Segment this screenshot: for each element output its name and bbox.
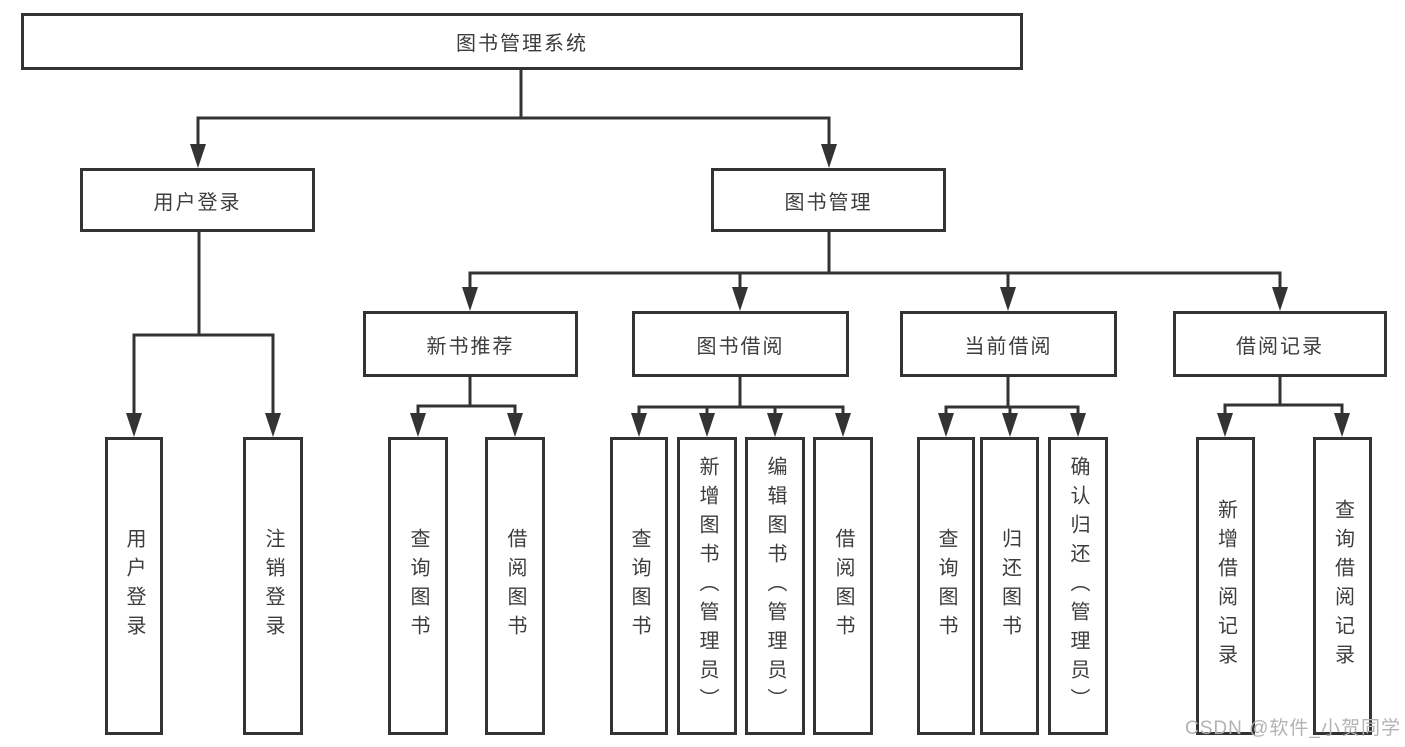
arrowheads <box>126 144 1350 437</box>
node-current-borrowing: 当前借阅 <box>900 311 1117 377</box>
leaf-records-add-record: 新增借阅记录 <box>1196 437 1255 735</box>
leaf-logout-label: 注销登录 <box>262 528 284 644</box>
leaf-borrow-query-books: 查询图书 <box>610 437 668 735</box>
leaf-borrow-edit-books-admin-label: 编辑图书（管理员） <box>764 455 786 717</box>
leaf-records-add-record-label: 新增借阅记录 <box>1214 499 1237 673</box>
node-new-book-recommend-label: 新书推荐 <box>426 335 515 358</box>
leaf-current-return-books-label: 归还图书 <box>998 528 1021 644</box>
leaf-current-confirm-return-admin: 确认归还（管理员） <box>1048 437 1108 735</box>
leaf-newbook-query-books: 查询图书 <box>388 437 448 735</box>
leaf-borrow-borrow-books-label: 借阅图书 <box>832 528 854 644</box>
leaf-borrow-add-books-admin-label: 新增图书（管理员） <box>696 455 718 717</box>
leaf-current-query-books: 查询图书 <box>917 437 975 735</box>
leaf-logout: 注销登录 <box>243 437 303 735</box>
leaf-newbook-borrow-books: 借阅图书 <box>485 437 545 735</box>
leaf-borrow-borrow-books: 借阅图书 <box>813 437 873 735</box>
leaf-borrow-query-books-label: 查询图书 <box>628 528 650 644</box>
node-book-management-label: 图书管理 <box>784 191 873 214</box>
node-root: 图书管理系统 <box>21 13 1023 70</box>
leaf-current-query-books-label: 查询图书 <box>935 528 957 644</box>
node-book-management: 图书管理 <box>711 168 946 232</box>
leaf-current-return-books: 归还图书 <box>980 437 1039 735</box>
node-book-borrowing-label: 图书借阅 <box>696 335 785 358</box>
node-user-login: 用户登录 <box>80 168 315 232</box>
leaf-newbook-borrow-books-label: 借阅图书 <box>504 528 526 644</box>
leaf-borrow-edit-books-admin: 编辑图书（管理员） <box>745 437 805 735</box>
node-current-borrowing-label: 当前借阅 <box>964 335 1053 358</box>
leaf-records-query-record: 查询借阅记录 <box>1313 437 1372 735</box>
node-book-borrowing: 图书借阅 <box>632 311 849 377</box>
node-borrowing-records: 借阅记录 <box>1173 311 1387 377</box>
node-new-book-recommend: 新书推荐 <box>363 311 578 377</box>
leaf-user-login: 用户登录 <box>105 437 163 735</box>
node-borrowing-records-label: 借阅记录 <box>1236 335 1324 358</box>
leaf-current-confirm-return-admin-label: 确认归还（管理员） <box>1067 455 1089 717</box>
leaf-newbook-query-books-label: 查询图书 <box>407 528 429 644</box>
csdn-watermark: CSDN @软件_小贺同学 <box>1185 718 1401 739</box>
leaf-user-login-label: 用户登录 <box>123 528 145 644</box>
leaf-records-query-record-label: 查询借阅记录 <box>1331 499 1354 673</box>
node-root-label: 图书管理系统 <box>456 33 588 55</box>
node-user-login-label: 用户登录 <box>153 191 242 214</box>
leaf-borrow-add-books-admin: 新增图书（管理员） <box>677 437 737 735</box>
